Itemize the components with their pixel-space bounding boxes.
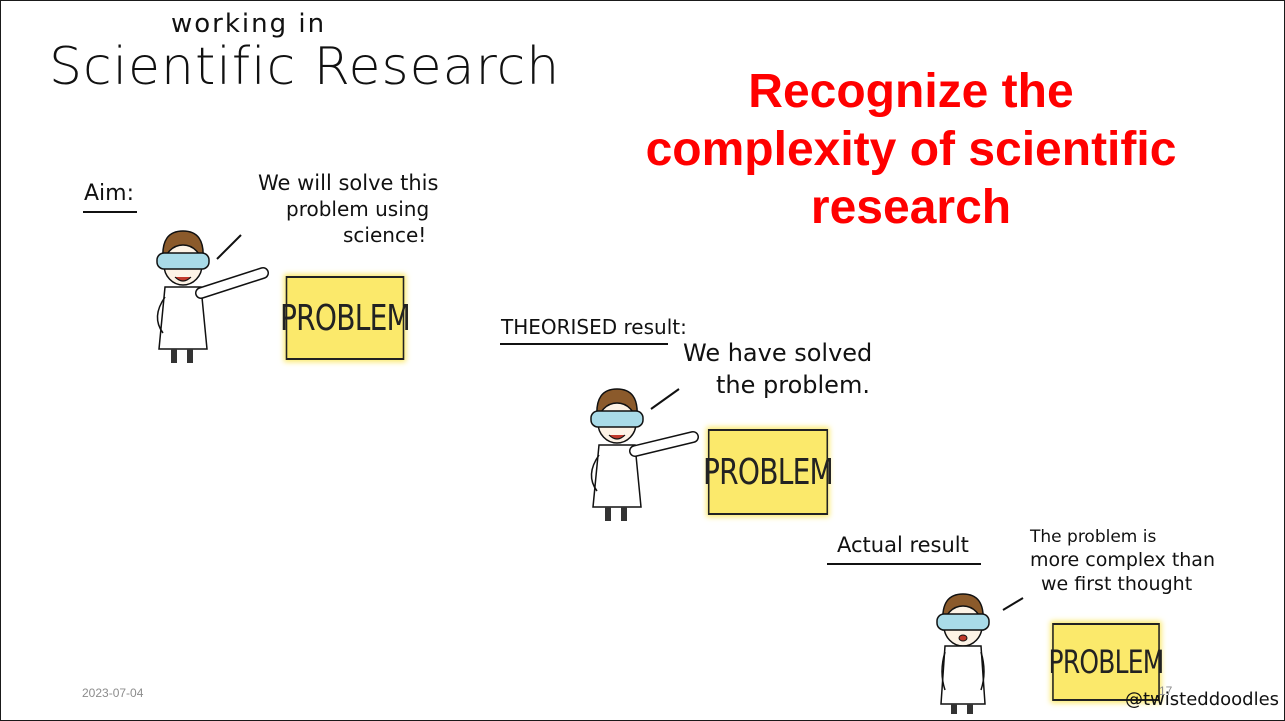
scientist-theorised-figure: [590, 388, 699, 521]
aim-speech-line-1: We will solve this: [258, 171, 439, 195]
problem-box-theorised: PROBLEM: [703, 429, 834, 515]
header-small-title: working in: [171, 9, 327, 39]
aim-label: Aim:: [84, 181, 135, 206]
theorised-underline: [500, 343, 668, 345]
slide-title: Recognize the complexity of scientific r…: [586, 63, 1236, 237]
page-number: 17: [1159, 684, 1173, 698]
theorised-speech-line-1: We have solved: [683, 339, 873, 367]
actual-underline: [827, 563, 981, 565]
scientist-aim-figure: [156, 230, 269, 363]
problem-box-aim: PROBLEM: [280, 276, 411, 360]
aim-speech-line-2: problem using: [286, 197, 430, 221]
scientist-actual-figure: [936, 593, 1024, 714]
artist-credit: @twisteddoodles: [1125, 689, 1280, 710]
theorised-label: THEORISED result:: [501, 315, 687, 339]
header-big-title: Scientific Research: [49, 37, 561, 97]
actual-speech-line-3: we first thought: [1041, 573, 1193, 595]
slide-title-line-2: complexity of scientific: [645, 123, 1177, 176]
actual-speech-line-1: The problem is: [1030, 527, 1157, 547]
footer-date: 2023-07-04: [82, 686, 144, 700]
actual-speech-line-2: more complex than: [1030, 549, 1215, 571]
slide-title-line-1: Recognize the: [748, 65, 1074, 118]
problem-box-actual: PROBLEM: [1049, 623, 1164, 701]
aim-speech-line-3: science!: [343, 223, 427, 247]
aim-underline: [83, 211, 137, 213]
actual-label: Actual result: [837, 533, 969, 557]
slide-title-line-3: research: [810, 181, 1012, 234]
theorised-speech-line-2: the problem.: [716, 371, 870, 399]
